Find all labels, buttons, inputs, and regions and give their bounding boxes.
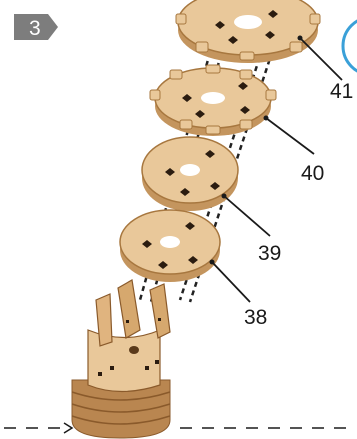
- accent-circle: [341, 19, 357, 73]
- leader-line-39: [223, 195, 271, 237]
- part-label-39: 39: [258, 242, 281, 265]
- base-assembly: [71, 279, 171, 439]
- part-label-41: 41: [330, 80, 353, 103]
- part-40-gear: [149, 64, 277, 136]
- part-label-38: 38: [244, 306, 267, 329]
- step-badge: 3: [14, 14, 58, 40]
- baseline-arrow: [63, 422, 74, 434]
- leader-line-40: [265, 117, 315, 155]
- step-badge-shape: [14, 14, 58, 40]
- part-label-40: 40: [301, 162, 324, 185]
- part-39-disc: [141, 136, 239, 211]
- part-41-gear: [175, 0, 321, 63]
- part-38-disc: [119, 209, 221, 282]
- leader-line-41: [299, 37, 343, 81]
- step-number: 3: [29, 17, 41, 40]
- leader-line-38: [211, 261, 251, 303]
